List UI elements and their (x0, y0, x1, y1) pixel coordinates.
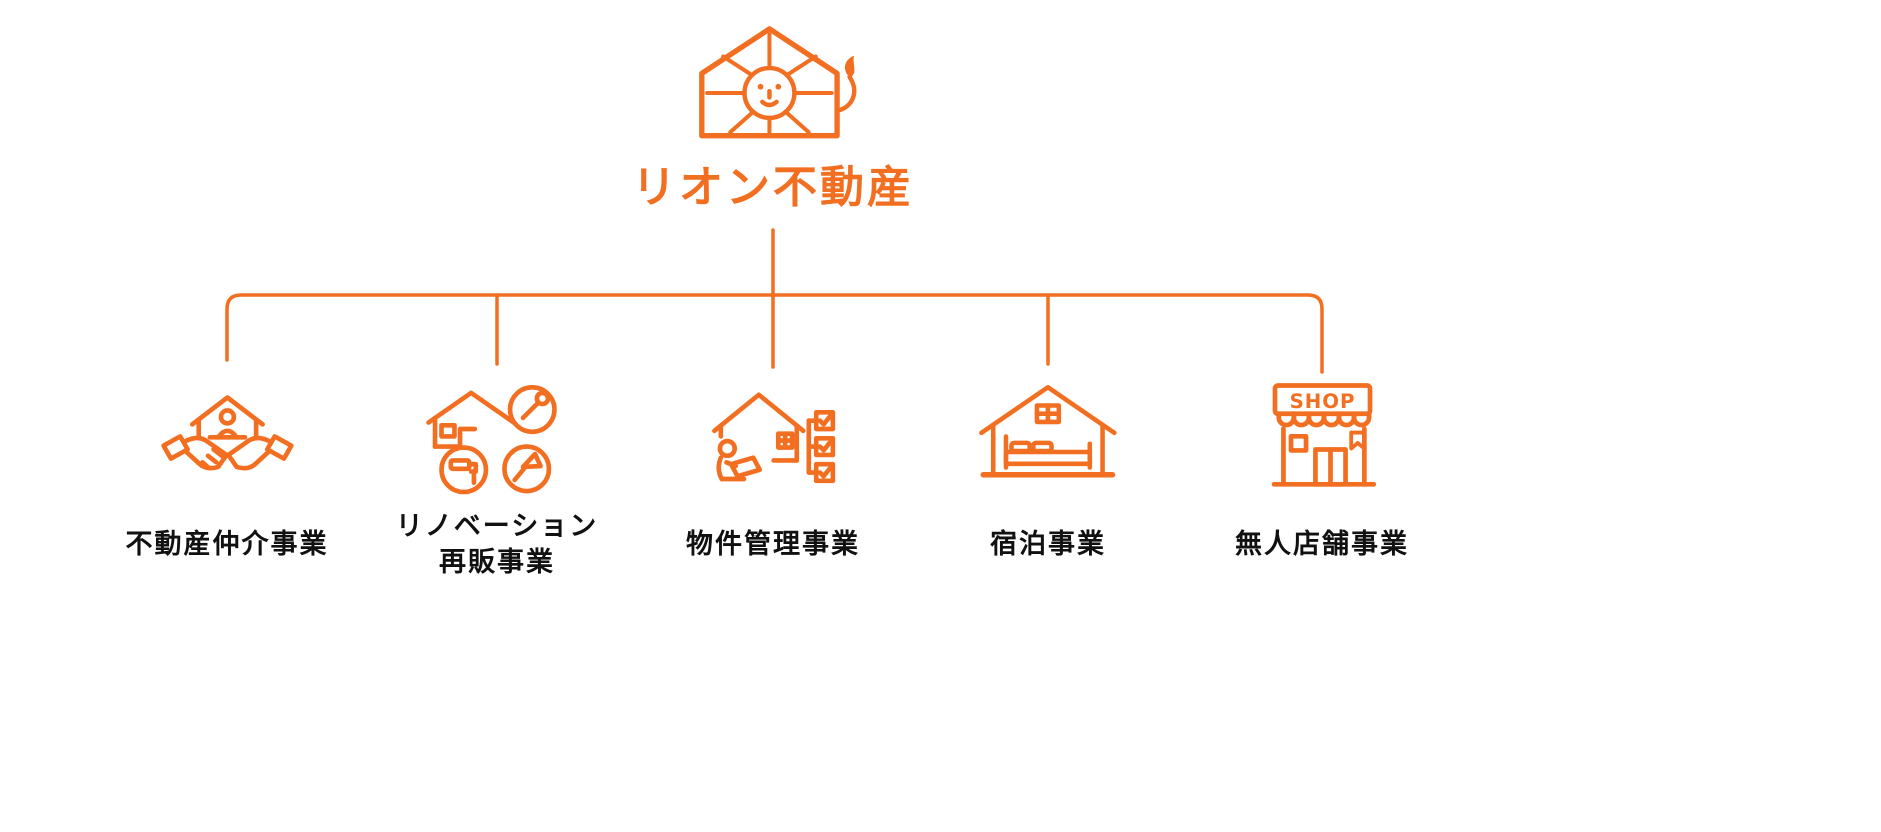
branch-label-renovation: リノベーション 再販事業 (395, 510, 599, 578)
branch-property-management: 物件管理事業 (633, 370, 913, 578)
branch-label-lodging: 宿泊事業 (990, 528, 1106, 560)
branch-label-unmanned-store: 無人店舗事業 (1235, 528, 1409, 560)
lodging-bed-house-icon (975, 370, 1121, 512)
branch-label-brokerage: 不動産仲介事業 (125, 528, 329, 560)
branch-lodging: 宿泊事業 (908, 370, 1188, 578)
lion-house-logo-icon (684, 20, 862, 154)
company-title: リオン不動産 (632, 162, 914, 213)
branch-unmanned-store: SHOP 無人店舗事業 (1182, 370, 1462, 578)
branch-real-estate-brokerage: 不動産仲介事業 (87, 370, 367, 578)
renovation-tools-icon (423, 370, 571, 512)
branch-label-property-management: 物件管理事業 (686, 528, 860, 560)
shop-sign-text: SHOP (1289, 390, 1355, 413)
handshake-house-icon (158, 370, 297, 512)
shop-storefront-icon: SHOP (1259, 370, 1386, 512)
branch-renovation-resale: リノベーション 再販事業 (357, 370, 637, 578)
property-management-checklist-icon (694, 370, 851, 512)
